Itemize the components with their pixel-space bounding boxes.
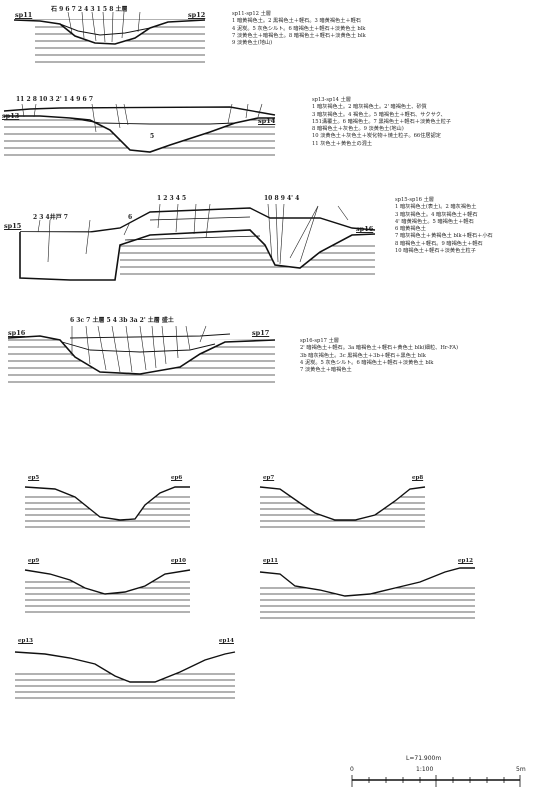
legend-sp16-sp17: sp16-sp17 土層 2' 暗褐色土＋軽石。3a 暗褐色土＋軽石＋黄色土 b… xyxy=(300,338,458,374)
section-sp15-sp16: 1 2 3 4 5 2 3 4井戸 7 6 10 8 9 4' 4 sp15 s… xyxy=(0,190,556,300)
legend-line: 10 淡黄色土＋灰色土＋炭化物＋焼土粒子。66住居認定 xyxy=(312,133,441,140)
legend-line: 151溝覆土。6 暗褐色土。7 黒褐色土＋軽石＋淡黄色土粒子 xyxy=(312,118,452,125)
sp14-label: sp14 xyxy=(258,117,276,125)
legend-sp11-sp12: sp11-sp12 土層 1 暗黄褐色土。2 黒褐色土＋軽石。3 暗黄褐色土＋軽… xyxy=(232,11,366,47)
ep-profile-drawing xyxy=(14,651,236,699)
legend-line: 7 暗灰褐色土＋黄褐色土 blk＋軽石＋小石 xyxy=(395,233,493,240)
ep7-label: ep7 xyxy=(263,475,275,481)
ep-profile-ep5-ep6: ep5 ep6 xyxy=(24,475,195,535)
legend-line: 3 暗灰褐色土。4 暗灰褐色土＋軽石 xyxy=(395,211,478,218)
ep9-label: ep9 xyxy=(28,558,40,564)
legend-line: 7 淡黄色土＋暗褐色土。8 暗褐色土＋軽石＋淡黄色土 blk xyxy=(232,32,366,39)
elevation-label: L=71.900m xyxy=(406,755,442,762)
layer-numbers-right: 10 8 9 4' 4 xyxy=(264,195,300,202)
section-profile-sp15-sp16 xyxy=(19,203,376,281)
legend-line: 4 泥炭。5 灰色シルト。6 暗褐色土＋軽石＋淡黄色土 blk xyxy=(300,359,434,366)
sp11-label: sp11 xyxy=(15,11,33,19)
sp16-label: sp16 xyxy=(8,329,26,337)
layer-numbers: 11 2 8 10 3 2' 1 4 9 6 7 xyxy=(16,96,93,103)
svg-text:5: 5 xyxy=(150,133,154,140)
legend-line: 8 暗褐色土＋灰色土。9 淡黄色土(地山) xyxy=(312,126,404,133)
ep11-label: ep11 xyxy=(263,558,278,564)
ep-profile-ep13-ep14: ep13 ep14 xyxy=(14,638,240,708)
ep10-label: ep10 xyxy=(171,558,186,564)
sp17-label: sp17 xyxy=(252,329,270,337)
legend-sp15-sp16: sp15-sp16 土層 1 暗灰褐色土(表土)。2 暗灰褐色土 3 暗灰褐色土… xyxy=(395,197,493,255)
legend-title: sp13-sp14 土層 xyxy=(312,97,351,103)
layer-numbers-top: 1 2 3 4 5 xyxy=(157,195,187,202)
legend-line: 9 淡黄色土(地山) xyxy=(232,40,273,47)
section-sp11-sp12: sp11 sp12 石 9 6 7 2 4 3 1 5 8 土層 sp11-sp… xyxy=(0,0,556,90)
scale-ratio: 1:100 xyxy=(416,766,434,773)
scale-end: 5m xyxy=(516,766,526,773)
legend-line: 4 泥炭。5 灰色シルト。6 暗褐色土＋軽石＋淡黄色土 blk xyxy=(232,25,366,32)
sp12-label: sp12 xyxy=(188,11,206,19)
ep-profile-ep7-ep8: ep7 ep8 xyxy=(259,475,430,535)
ep5-label: ep5 xyxy=(28,475,40,481)
legend-line: 2' 暗褐色土＋軽石。3a 暗褐色土＋軽石＋黄色土 blk(細粒、Hr-FA) xyxy=(300,345,459,352)
legend-line: 4' 暗黄褐色土。5 暗褐色土＋軽石 xyxy=(395,218,474,225)
section-profile-sp11-sp12 xyxy=(13,11,206,63)
legend-title: sp11-sp12 土層 xyxy=(232,11,271,17)
legend-line: 1 暗灰褐色土(表土)。2 暗灰褐色土 xyxy=(395,204,477,211)
section-sp13-sp14: 11 2 8 10 3 2' 1 4 9 6 7 sp13 sp14 5 xyxy=(0,90,556,190)
section-sp16-sp17: 6 3c 7 土層 5 4 3b 3a 2' 土層 盛土 sp16 sp17 s… xyxy=(0,312,556,402)
legend-line: 10 暗褐色土＋軽石＋淡黄色土粒子 xyxy=(395,248,476,255)
ep8-label: ep8 xyxy=(412,475,424,481)
scale-zero: 0 xyxy=(350,766,354,773)
legend-title: sp16-sp17 土層 xyxy=(300,338,339,344)
legend-line: 6 暗黄褐色土 xyxy=(395,226,426,233)
layer-numbers-mid: 6 xyxy=(128,214,133,221)
ep-profile-drawing xyxy=(24,569,191,613)
legend-line: 3 暗灰褐色土。4 褐色土。5 暗褐色土＋軽石、サクサク、 xyxy=(312,111,446,118)
ep-profile-drawing xyxy=(259,486,426,528)
legend-line: 11 灰色土＋黄色土の混土 xyxy=(312,140,373,147)
scale-bar: L=71.900m 1:100 0 5m xyxy=(340,755,550,805)
legend-line: 1 暗灰褐色土。2 暗灰褐色土。2' 暗褐色土、砂質 xyxy=(312,104,427,111)
legend-line: 7 淡黄色土＋暗褐色土 xyxy=(300,367,352,374)
legend-line: 3b 暗灰褐色土。3c 黒褐色土＋3b＋軽石＋黒色土 blk xyxy=(300,352,426,359)
scale-ruler xyxy=(351,775,521,787)
ep-profile-drawing xyxy=(24,486,190,528)
ep12-label: ep12 xyxy=(458,558,473,564)
ep-profile-ep9-ep10: ep9 ep10 xyxy=(24,558,195,618)
section-profile-sp16-sp17 xyxy=(7,325,276,383)
layer-numbers: 石 9 6 7 2 4 3 1 5 8 土層 xyxy=(51,6,128,13)
legend-title: sp15-sp16 土層 xyxy=(395,197,434,203)
legend-line: 1 暗黄褐色土。2 黒褐色土＋軽石。3 暗黄褐色土＋軽石 xyxy=(232,18,361,25)
ep6-label: ep6 xyxy=(171,475,183,481)
legend-sp13-sp14: sp13-sp14 土層 1 暗灰褐色土。2 暗灰褐色土。2' 暗褐色土、砂質 … xyxy=(312,97,451,148)
ep-profile-ep11-ep12: ep11 ep12 xyxy=(259,558,480,628)
ep-profile-drawing xyxy=(259,567,475,619)
ep13-label: ep13 xyxy=(18,638,33,644)
section-profile-sp13-sp14: 5 xyxy=(3,103,276,156)
sp15-label: sp15 xyxy=(4,222,22,230)
legend-line: 8 暗褐色土＋軽石。9 暗褐色土＋軽石 xyxy=(395,240,483,247)
ep14-label: ep14 xyxy=(219,638,234,644)
layer-numbers: 6 3c 7 土層 5 4 3b 3a 2' 土層 盛土 xyxy=(70,317,174,324)
layer-numbers-left: 2 3 4井戸 7 xyxy=(33,214,68,221)
